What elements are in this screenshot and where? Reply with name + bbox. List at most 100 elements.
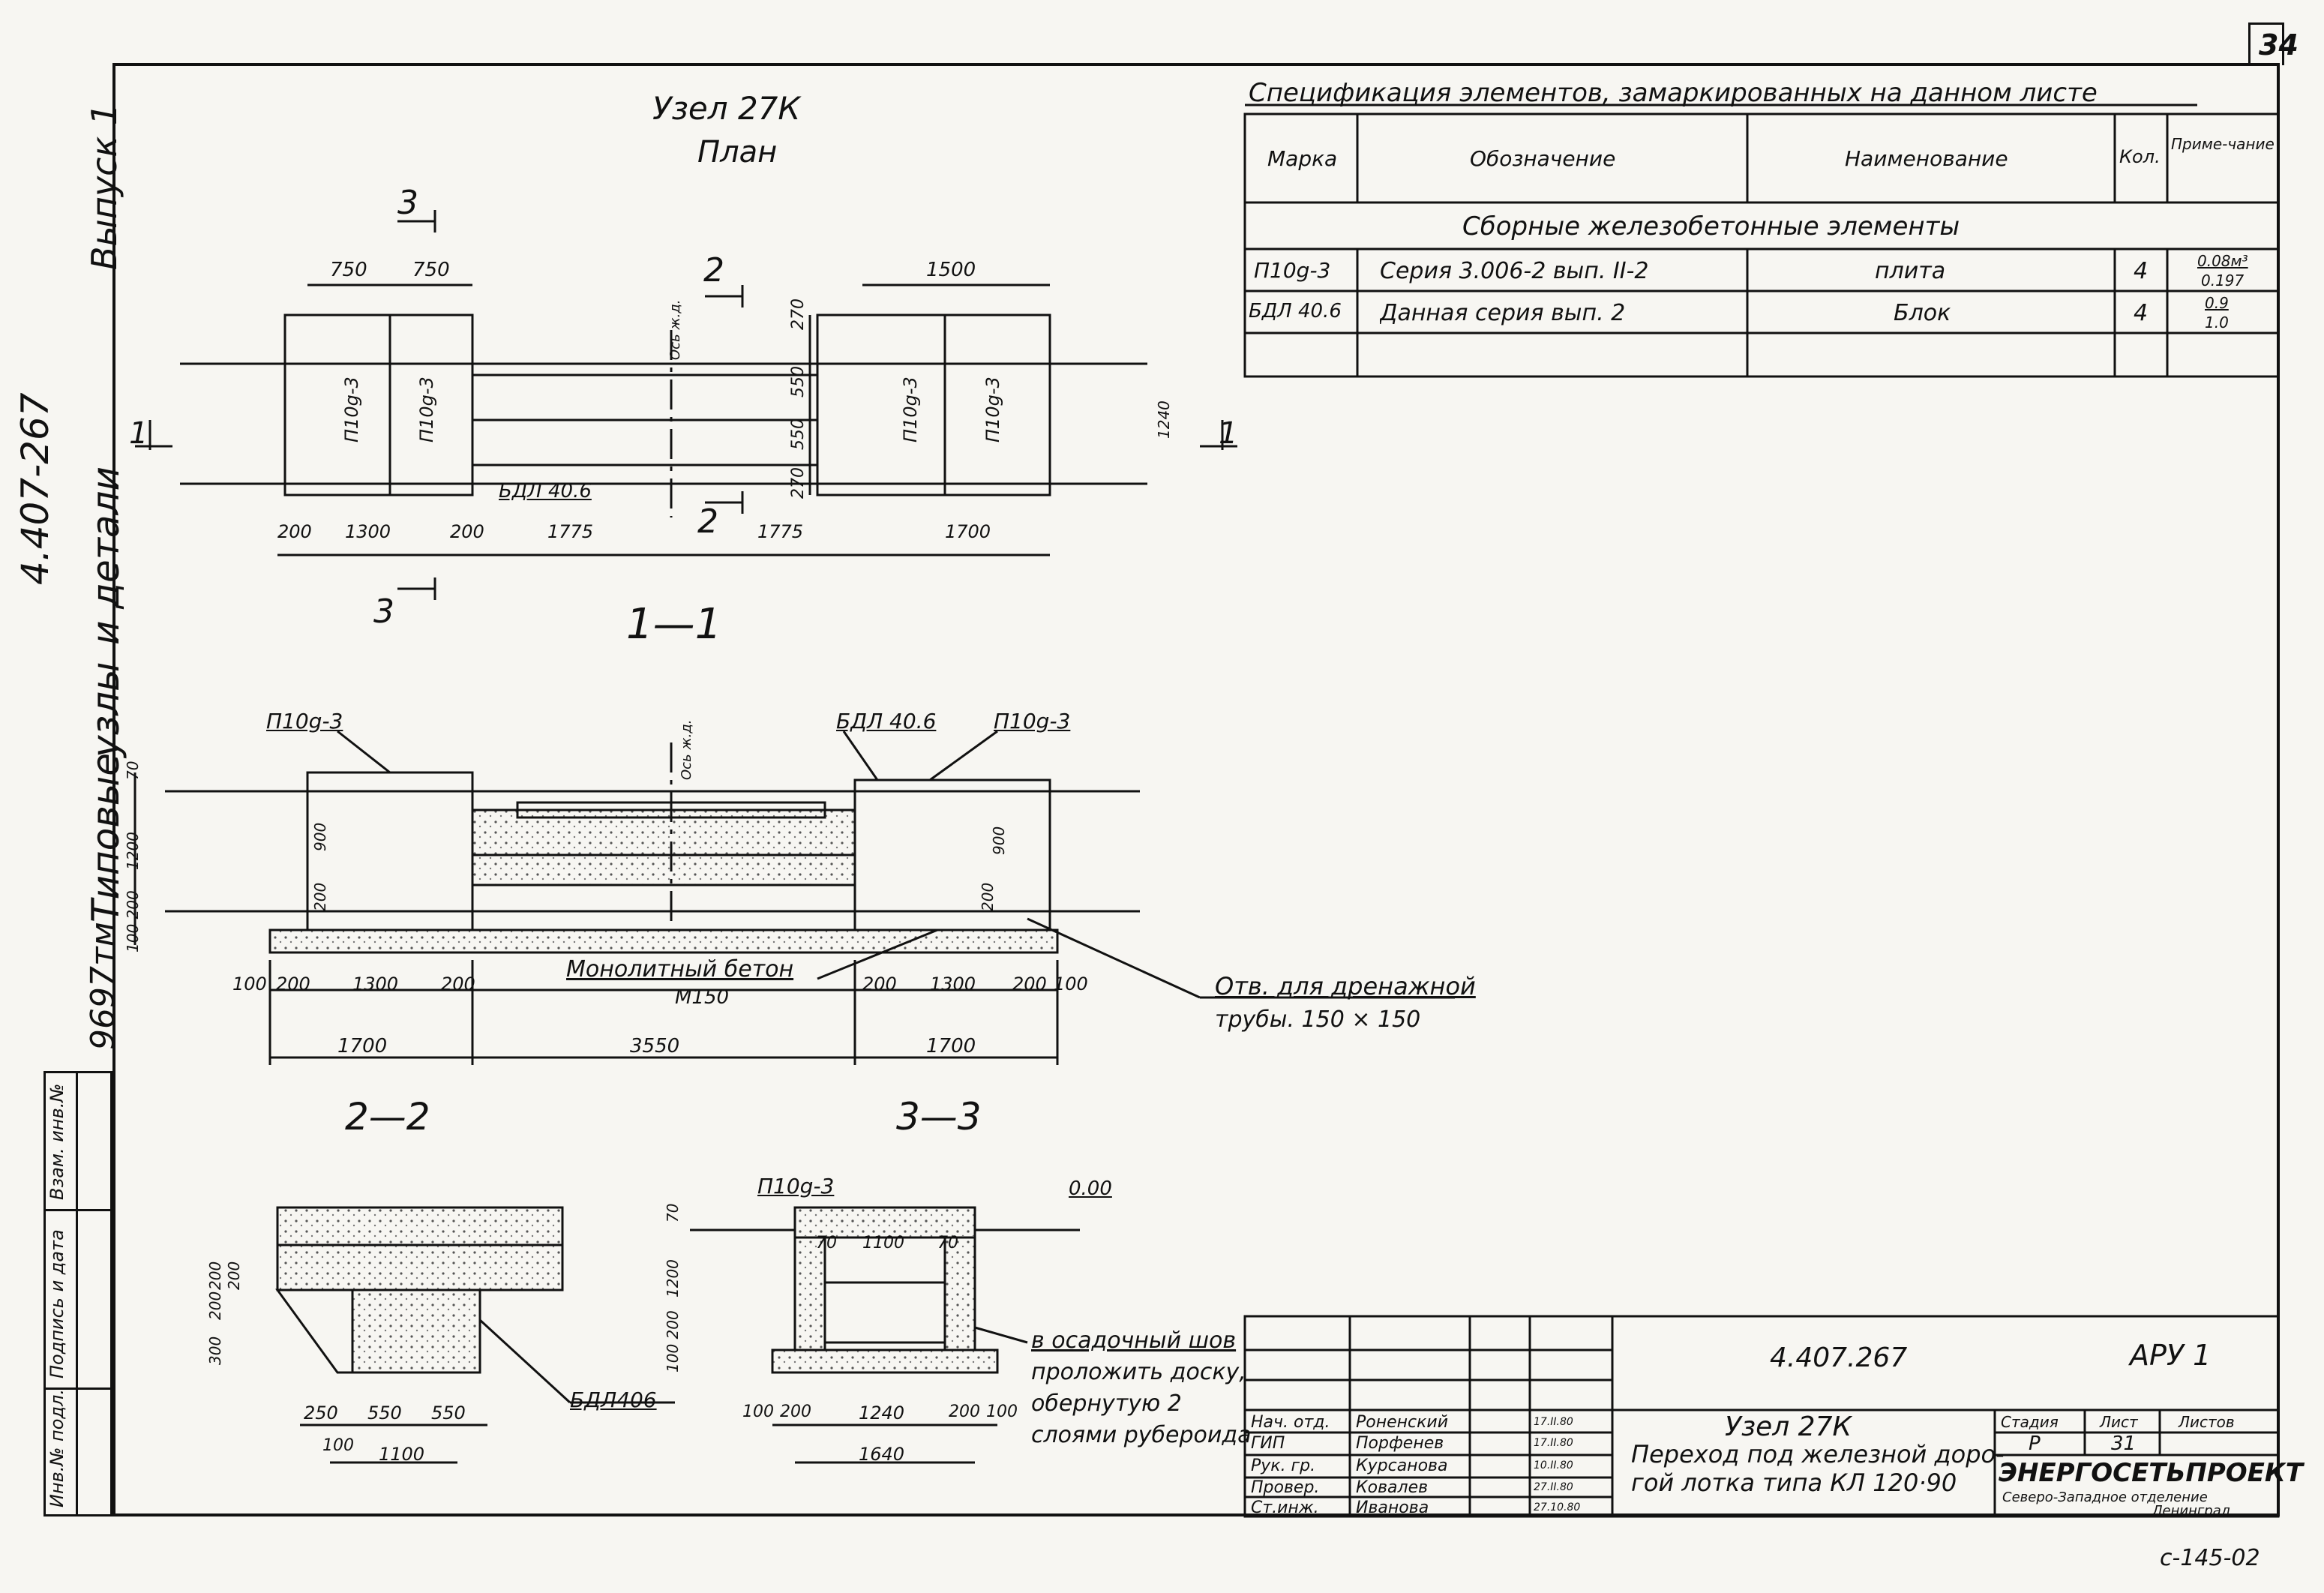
section-3-title: 3—3 <box>896 1095 982 1138</box>
tb-staff-role-2: ГИП <box>1251 1434 1285 1453</box>
tb-stage-value: Р <box>2029 1432 2041 1455</box>
s1-dim-b1: 100 <box>232 974 267 994</box>
s2-dim-200a: 200 <box>206 1291 224 1320</box>
spec-row-1-qty: 4 <box>2134 258 2149 284</box>
tb-staff-name-2: Порфенев <box>1356 1434 1444 1453</box>
margin-stamp-line-1 <box>43 1209 112 1211</box>
spec-group-row: Сборные железобетонные элементы <box>1462 212 1960 242</box>
s1-dim-b4: 200 <box>441 974 475 994</box>
s3-dim-100a: 100 <box>742 1402 774 1421</box>
spec-header-note: Приме-чание <box>2171 135 2275 153</box>
plan-label-slab-1: П10g-3 <box>341 376 362 442</box>
s3-dim-1640: 1640 <box>859 1444 905 1465</box>
plan-section-3-bottom: 3 <box>373 592 394 631</box>
spec-header-qty: Кол. <box>2119 146 2161 167</box>
plan-dim-550b: 550 <box>789 418 808 450</box>
spec-row-1-note-top: 0.08м³ <box>2197 252 2248 270</box>
s1-label-slab-right: П10g-3 <box>994 709 1071 734</box>
s3-dim-1200: 1200 <box>664 1259 682 1298</box>
tb-organization: ЭНЕРГОСЕТЬПРОЕКТ <box>1999 1458 2303 1488</box>
s1-concrete-grade: М150 <box>675 986 730 1009</box>
spec-row-2-qty: 4 <box>2134 300 2149 326</box>
s3-joint-note-1: в осадочный шов <box>1031 1328 1237 1354</box>
plan-dim-1775a: 1775 <box>547 521 594 542</box>
s2-dim-550a: 550 <box>367 1402 402 1424</box>
plan-dim-750a: 750 <box>330 259 367 281</box>
plan-dim-1700: 1700 <box>945 521 991 542</box>
plan-slab-left <box>283 314 474 496</box>
plan-dim-1300: 1300 <box>345 521 391 542</box>
tb-department-1: Северо-Западное отделение <box>2002 1490 2208 1505</box>
plan-dim-270a: 270 <box>789 298 808 330</box>
s1-dim-200b: 200 <box>979 882 997 911</box>
tb-staff-name-5: Иванова <box>1356 1498 1429 1517</box>
drawing-frame <box>112 63 2280 1516</box>
plan-section-2-top: 2 <box>703 251 724 290</box>
s2-dim-100: 100 <box>322 1436 354 1455</box>
tb-sheet-label: Лист <box>2100 1413 2138 1431</box>
section-1-title: 1—1 <box>626 600 722 649</box>
plan-dim-200b: 200 <box>450 521 484 542</box>
tb-staff-date-2: 17.II.80 <box>1534 1437 1573 1449</box>
s3-dim-200a: 200 <box>780 1402 811 1421</box>
tb-sheets-label: Листов <box>2179 1413 2235 1431</box>
s1-dim-100-200: 100 200 <box>124 890 142 952</box>
s3-top-label: П10g-3 <box>757 1174 835 1198</box>
spec-row-1-mark: П10g-3 <box>1254 258 1331 283</box>
s1-label-slab-left: П10g-3 <box>266 709 343 734</box>
tb-staff-name-4: Ковалев <box>1356 1478 1429 1497</box>
plan-label-slab-3: П10g-3 <box>900 376 921 442</box>
tb-title-line-3: гой лотка типа КЛ 120·90 <box>1631 1468 1957 1497</box>
s1-dim-900a: 900 <box>311 822 329 851</box>
s1-drain-note-2: трубы. 150 × 150 <box>1215 1006 1421 1033</box>
s1-dim-200a: 200 <box>311 882 329 911</box>
s3-dim-200b: 200 <box>949 1402 980 1421</box>
s1-dim-b7: 200 <box>1012 974 1047 994</box>
s1-dim-b6: 1300 <box>930 974 976 994</box>
plan-section-1-left: 1 <box>129 416 148 451</box>
s1-dim-1200: 1200 <box>124 832 142 870</box>
tb-stage-label: Стадия <box>2001 1413 2059 1431</box>
spec-row-2-note-bottom: 1.0 <box>2205 314 2229 332</box>
s3-joint-note-2: проложить доску, <box>1031 1359 1246 1385</box>
s3-dim-1100: 1100 <box>862 1234 904 1252</box>
plan-section-2-bottom: 2 <box>697 502 718 541</box>
s3-dim-70b: 70 <box>937 1234 958 1252</box>
s3-dim-70a: 70 <box>816 1234 837 1252</box>
s1-concrete-note: Монолитный бетон <box>566 956 794 982</box>
plan-dim-1775b: 1775 <box>757 521 804 542</box>
tb-doc-code: 4.407.267 <box>1770 1342 1908 1373</box>
plan-dim-270b: 270 <box>789 467 808 499</box>
spec-row-2-name: Блок <box>1894 300 1951 326</box>
plan-title: Узел 27К <box>652 90 801 127</box>
s1-dim-70: 70 <box>124 760 142 780</box>
s2-dim-200b: 200 <box>206 1261 224 1290</box>
spec-header-mark: Марка <box>1267 146 1338 171</box>
s1-dim-b2: 200 <box>276 974 310 994</box>
spec-row-2-note-top: 0.9 <box>2205 294 2229 312</box>
sheet-number-box <box>2248 22 2284 65</box>
s1-dim-900b: 900 <box>990 826 1008 855</box>
section-2-title: 2—2 <box>345 1095 430 1138</box>
footer-code: с-145-02 <box>2160 1545 2260 1571</box>
s1-dim-1700b: 1700 <box>926 1035 976 1058</box>
s1-axis-label: Ось ж.д. <box>679 719 694 781</box>
s1-dim-b3: 1300 <box>352 974 399 994</box>
margin-stamp <box>43 1071 112 1516</box>
plan-label-slab-2: П10g-3 <box>416 376 437 442</box>
s2-dim-300: 300 <box>206 1336 224 1365</box>
s3-joint-note-3: обернутую 2 <box>1031 1390 1182 1417</box>
spec-caption: Спецификация элементов, замаркированных … <box>1249 78 2098 108</box>
tb-staff-name-1: Роненский <box>1356 1413 1449 1432</box>
tb-staff-date-1: 17.II.80 <box>1534 1416 1573 1428</box>
s2-dim-200c: 200 <box>225 1261 243 1290</box>
s1-drain-note-1: Отв. для дренажной <box>1215 972 1476 1000</box>
tb-staff-role-5: Ст.инж. <box>1251 1498 1319 1517</box>
spec-row-1-name: плита <box>1875 258 1946 284</box>
plan-section-1-right: 1 <box>1219 416 1238 451</box>
plan-dim-1500: 1500 <box>926 259 976 281</box>
plan-axis-right: 1240 <box>1155 400 1173 439</box>
s3-joint-note-4: слоями рубероида <box>1031 1422 1252 1448</box>
s2-dim-1100: 1100 <box>379 1444 425 1465</box>
